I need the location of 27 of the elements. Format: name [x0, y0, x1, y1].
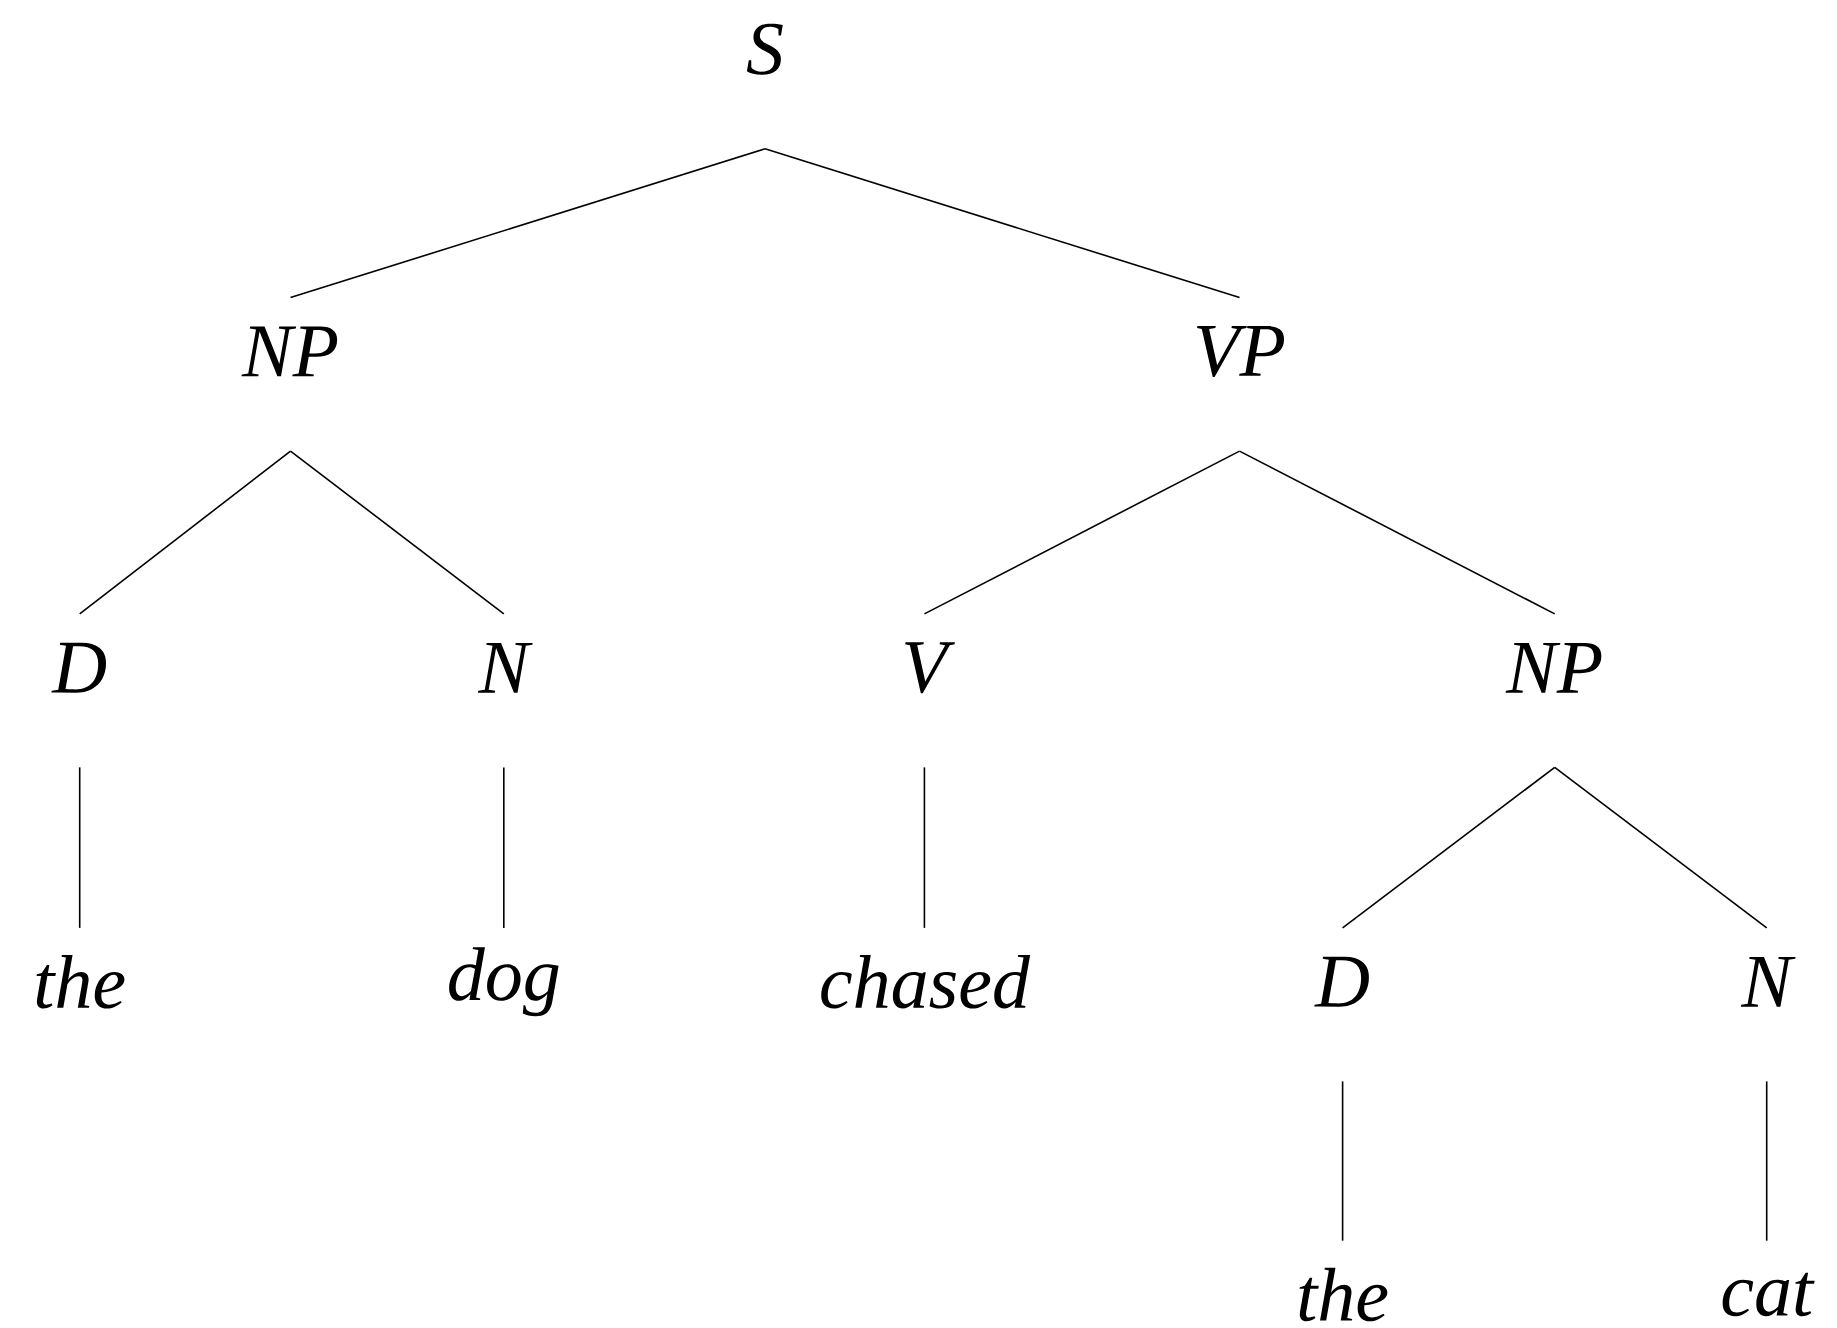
tree-branch [78, 450, 292, 615]
tree-branch [764, 148, 1241, 299]
tree-label: VP [1197, 326, 1284, 377]
tree-label: dog [449, 947, 559, 1017]
tree-branch [1238, 450, 1556, 615]
tree-branch [289, 148, 766, 299]
tree-label: NP [241, 326, 338, 377]
tree-label: NP [1505, 642, 1602, 693]
tree-branch [1553, 766, 1768, 929]
tree-branch [1341, 766, 1556, 929]
tree-label: D [1314, 956, 1369, 1007]
tree-label: cat [1722, 1272, 1815, 1317]
tree-branch [923, 450, 1241, 615]
tree-label: V [905, 642, 955, 694]
tree-label: the [1299, 1267, 1388, 1322]
tree-branch [503, 766, 505, 929]
tree-label: chased [821, 955, 1031, 1009]
tree-branch [923, 766, 926, 929]
tree-label: N [1740, 956, 1796, 1007]
tree-branch [1765, 1080, 1768, 1242]
tree-label: D [51, 642, 106, 693]
tree-label: the [36, 955, 125, 1009]
tree-branch [78, 766, 81, 929]
tree-branch [1341, 1080, 1344, 1242]
tree-label: S [746, 23, 783, 75]
tree-label: N [477, 642, 533, 693]
tree-branch [289, 450, 505, 615]
